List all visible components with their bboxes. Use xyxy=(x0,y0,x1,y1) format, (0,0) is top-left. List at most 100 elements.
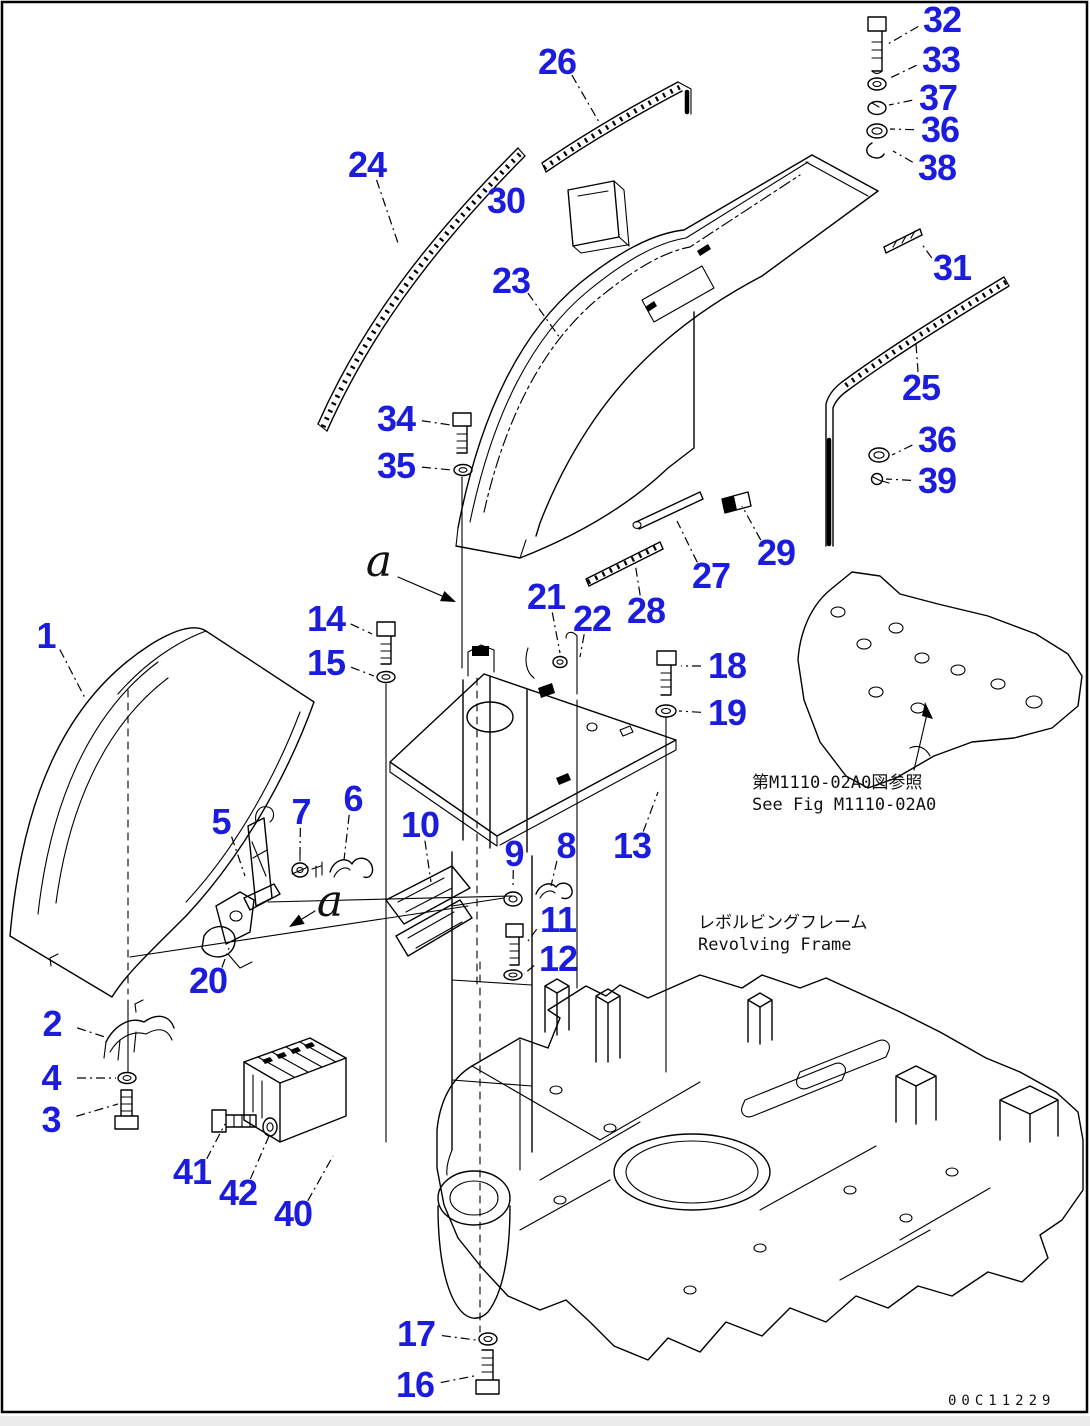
part-revolving-frame xyxy=(436,961,1084,1361)
part-clamp-6 xyxy=(321,857,374,879)
part-bracket-20 xyxy=(201,891,255,969)
leader-32 xyxy=(887,25,919,45)
assembly-direction-arrows xyxy=(289,576,456,927)
bolt-3 xyxy=(114,1089,139,1130)
washer-42 xyxy=(262,1117,278,1137)
assembly-marker-1: a xyxy=(365,536,393,587)
mount-line-clamps xyxy=(267,895,513,903)
part-strip-26 xyxy=(541,81,692,173)
leader-1 xyxy=(59,649,86,699)
leader-lines xyxy=(59,25,933,1384)
callout-15: 15 xyxy=(306,642,346,683)
callout-13: 13 xyxy=(612,825,652,866)
part-ref-bracket xyxy=(797,571,1083,789)
leader-31 xyxy=(920,242,933,259)
callout-23: 23 xyxy=(491,260,531,301)
callout-26: 26 xyxy=(537,41,577,82)
callout-11: 11 xyxy=(539,899,577,940)
leader-5 xyxy=(230,836,246,877)
screw-39 xyxy=(870,472,890,486)
leader-15 xyxy=(350,666,375,677)
leader-14 xyxy=(350,623,373,635)
part-bracket-10 xyxy=(385,865,505,957)
leader-26 xyxy=(571,74,600,123)
washer-36-lower xyxy=(868,447,890,463)
part-strip-28 xyxy=(585,541,664,587)
leader-28 xyxy=(634,562,641,596)
callout-24: 24 xyxy=(347,144,387,185)
callout-34: 34 xyxy=(376,398,416,439)
washer-12 xyxy=(503,969,523,981)
leader-41 xyxy=(206,1123,226,1160)
spring-washer-37 xyxy=(867,100,887,116)
part-fender xyxy=(9,627,315,1013)
leader-27 xyxy=(676,520,698,563)
leader-33 xyxy=(889,64,917,79)
callout-9: 9 xyxy=(504,833,524,874)
leader-6 xyxy=(343,814,350,861)
callout-38: 38 xyxy=(917,147,957,188)
bolt-16 xyxy=(475,1349,500,1395)
callout-41: 41 xyxy=(172,1151,212,1192)
leader-22 xyxy=(579,634,585,658)
leader-42 xyxy=(249,1135,270,1180)
callout-32: 32 xyxy=(922,0,962,40)
callout-2: 2 xyxy=(42,1003,62,1044)
callout-33: 33 xyxy=(921,39,961,80)
washer-35 xyxy=(453,463,473,669)
frame-title-jp: レボルビングフレーム xyxy=(698,913,868,933)
reference-note-jp: 第M1110-02A0図参照 xyxy=(752,773,923,793)
leader-20 xyxy=(221,947,230,968)
drawing-number: 00C11229 xyxy=(948,1393,1056,1409)
leader-8 xyxy=(550,860,558,887)
part-strip-25 xyxy=(825,276,1010,547)
callout-12: 12 xyxy=(538,938,578,979)
leader-17 xyxy=(441,1334,477,1341)
part-rod-31 xyxy=(883,228,923,254)
part-stay-5 xyxy=(243,806,281,911)
callout-14: 14 xyxy=(306,598,346,639)
part-strip-24 xyxy=(317,147,526,432)
leader-35 xyxy=(421,466,453,471)
part-pin-22 xyxy=(565,631,578,695)
washer-9 xyxy=(503,891,523,907)
part-clip-21 xyxy=(552,655,568,669)
leader-25 xyxy=(915,343,919,373)
part-fender-bracket-2 xyxy=(103,999,175,1073)
callout-7: 7 xyxy=(291,791,311,832)
bolt-14 xyxy=(376,621,396,665)
leader-19 xyxy=(678,710,702,713)
ref-note-arrow xyxy=(913,702,933,771)
callout-4: 4 xyxy=(41,1057,61,1098)
washer-17 xyxy=(478,1332,498,1346)
callout-30: 30 xyxy=(486,180,526,221)
assembly-arrow-head-2 xyxy=(289,914,305,927)
bolt-41 xyxy=(211,1109,257,1133)
leader-13 xyxy=(642,791,659,832)
callout-39: 39 xyxy=(917,460,957,501)
reference-note-en: See Fig M1110-02A0 xyxy=(752,795,937,816)
leader-10 xyxy=(424,840,432,883)
leader-40 xyxy=(307,1155,334,1202)
callout-5: 5 xyxy=(211,801,231,842)
callout-3: 3 xyxy=(41,1099,61,1140)
callout-36: 36 xyxy=(920,109,960,150)
leader-16 xyxy=(440,1375,475,1384)
leader-12 xyxy=(523,964,535,975)
scan-edge xyxy=(0,1416,1090,1426)
assembly-marker-2: a xyxy=(316,876,344,927)
leader-37 xyxy=(888,99,913,106)
part-block-29 xyxy=(721,491,752,514)
callout-27: 27 xyxy=(691,555,731,596)
callout-22: 22 xyxy=(572,598,612,639)
leader-39 xyxy=(885,478,912,481)
frame-title-en: Revolving Frame xyxy=(698,935,852,956)
clip-38 xyxy=(866,142,885,159)
callout-40: 40 xyxy=(273,1193,313,1234)
callout-20: 20 xyxy=(188,960,228,1001)
leader-38 xyxy=(892,150,914,163)
bolt-32 xyxy=(867,16,887,75)
